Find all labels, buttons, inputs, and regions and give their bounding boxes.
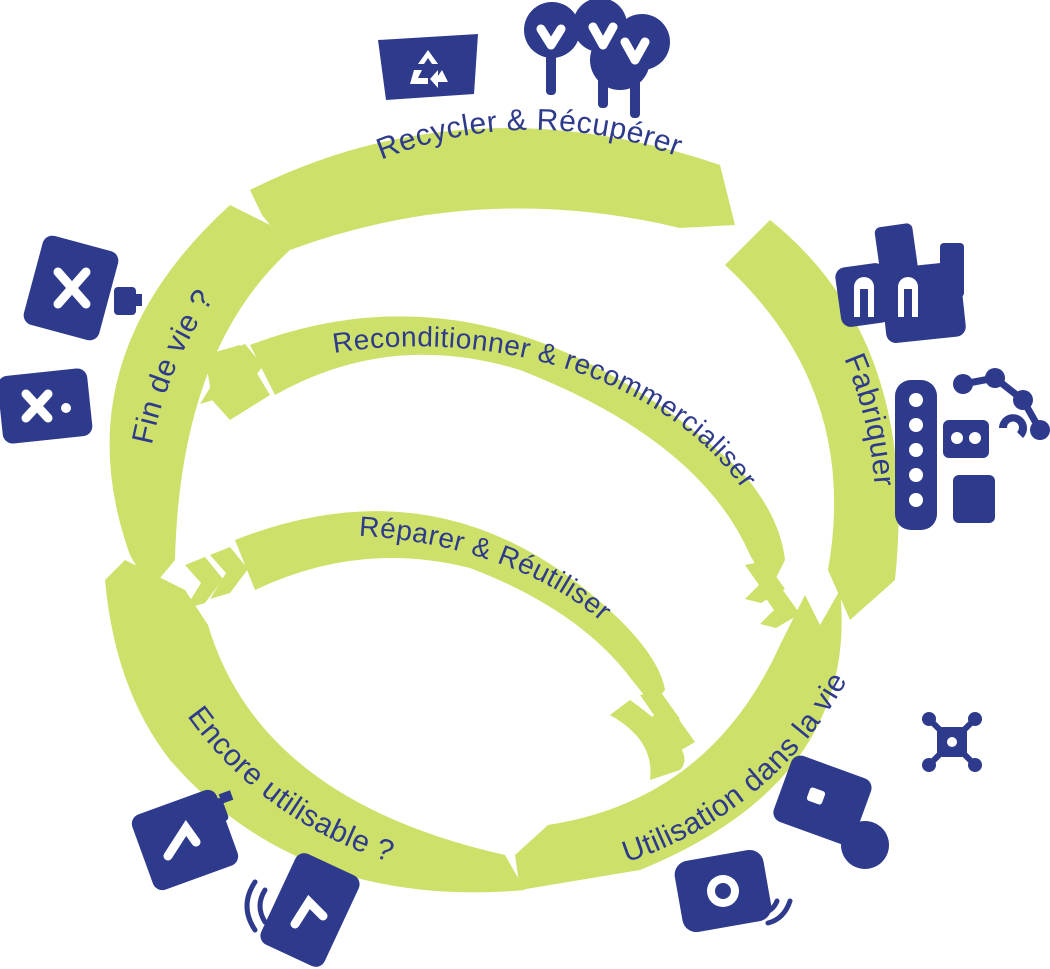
inner-bottom-connector [610, 700, 685, 780]
inner-loop [185, 511, 695, 780]
tablet-icon [773, 755, 889, 869]
camera-icon [674, 849, 793, 933]
outer-arrow-left [109, 205, 290, 590]
middle-chevrons-right [745, 561, 800, 628]
drone-icon [922, 712, 982, 772]
broken-phone-icon [0, 368, 93, 444]
outer-arrow-bottom-right [515, 590, 842, 890]
working-phone-icon [131, 789, 239, 891]
middle-loop [200, 316, 800, 628]
recycle-bin-icon [378, 34, 478, 100]
outer-arrow-right [725, 220, 899, 620]
trees-icon [524, 0, 670, 118]
outer-arrow-bottom-left [105, 560, 525, 893]
factory-icon [835, 223, 966, 343]
middle-arrow [250, 316, 785, 590]
broken-phone-icon [23, 235, 142, 341]
outer-cycle-ring [105, 127, 899, 893]
inner-chevrons-left [185, 547, 248, 609]
inner-arrow [235, 511, 665, 705]
middle-chevrons-left [200, 344, 263, 404]
working-phone-icon [244, 853, 360, 967]
robot-assembly-icon [895, 368, 1050, 530]
outer-arrow-top [250, 127, 735, 250]
